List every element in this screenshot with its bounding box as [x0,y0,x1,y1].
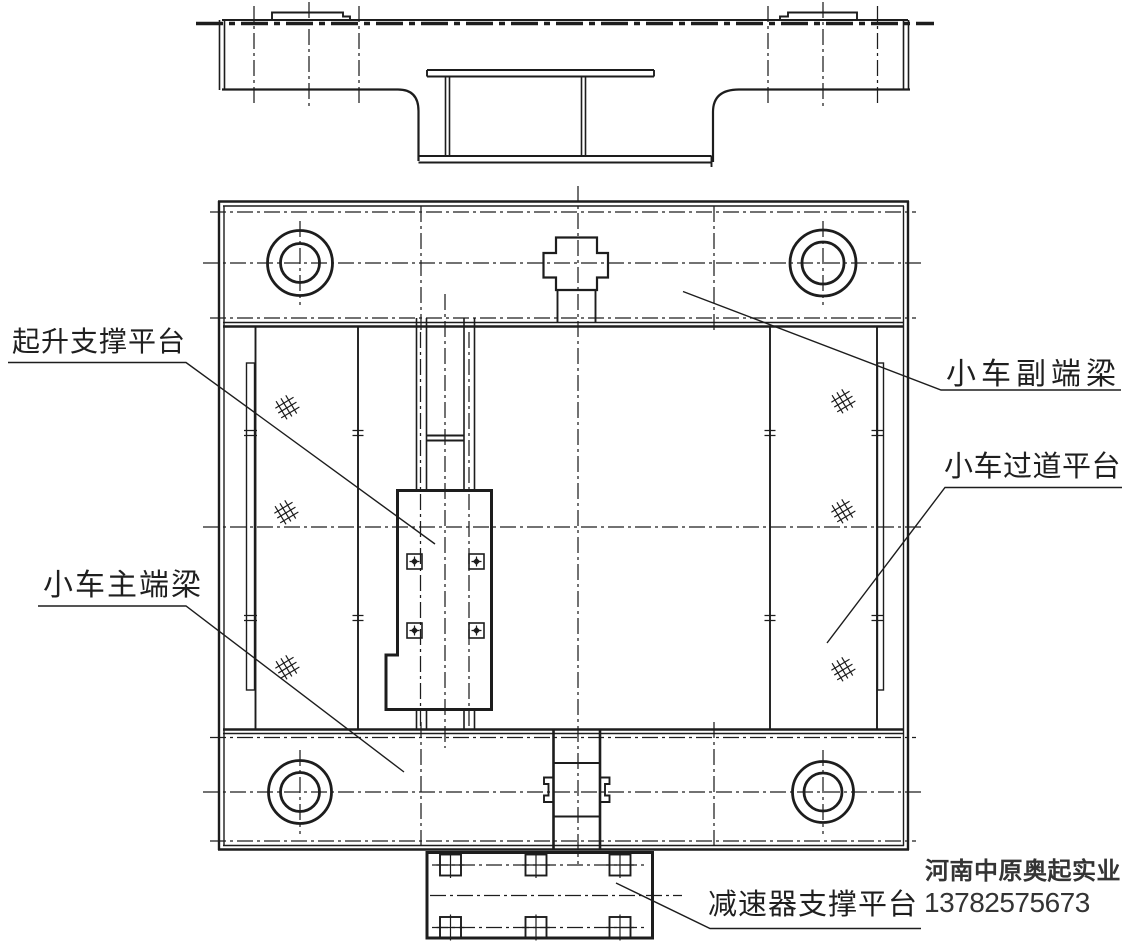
leader-lines [8,290,1122,930]
label-hoist-support-platform: 起升支撑平台 [12,327,187,358]
label-main-end-beam: 小车主端梁 [43,569,203,602]
label-reducer-support-platform: 减速器支撑平台 [708,889,919,921]
company-name: 河南中原奥起实业 [925,858,1121,885]
label-aux-end-beam: 小车副端梁 [946,358,1121,391]
center-lines [203,186,923,864]
hoist-support-platform [384,489,493,711]
bottom-cross-fitting [543,729,611,850]
elevation-view [196,2,934,167]
walkway-plates [244,327,885,729]
label-walkway-platform: 小车过道平台 [944,451,1122,483]
plan-view-frame [217,200,910,851]
company-phone: 13782575673 [924,887,1090,918]
hoist-columns [415,318,476,730]
top-cross-fitting [542,236,610,323]
wheel-bores [266,228,858,825]
reducer-support-platform [425,851,682,942]
